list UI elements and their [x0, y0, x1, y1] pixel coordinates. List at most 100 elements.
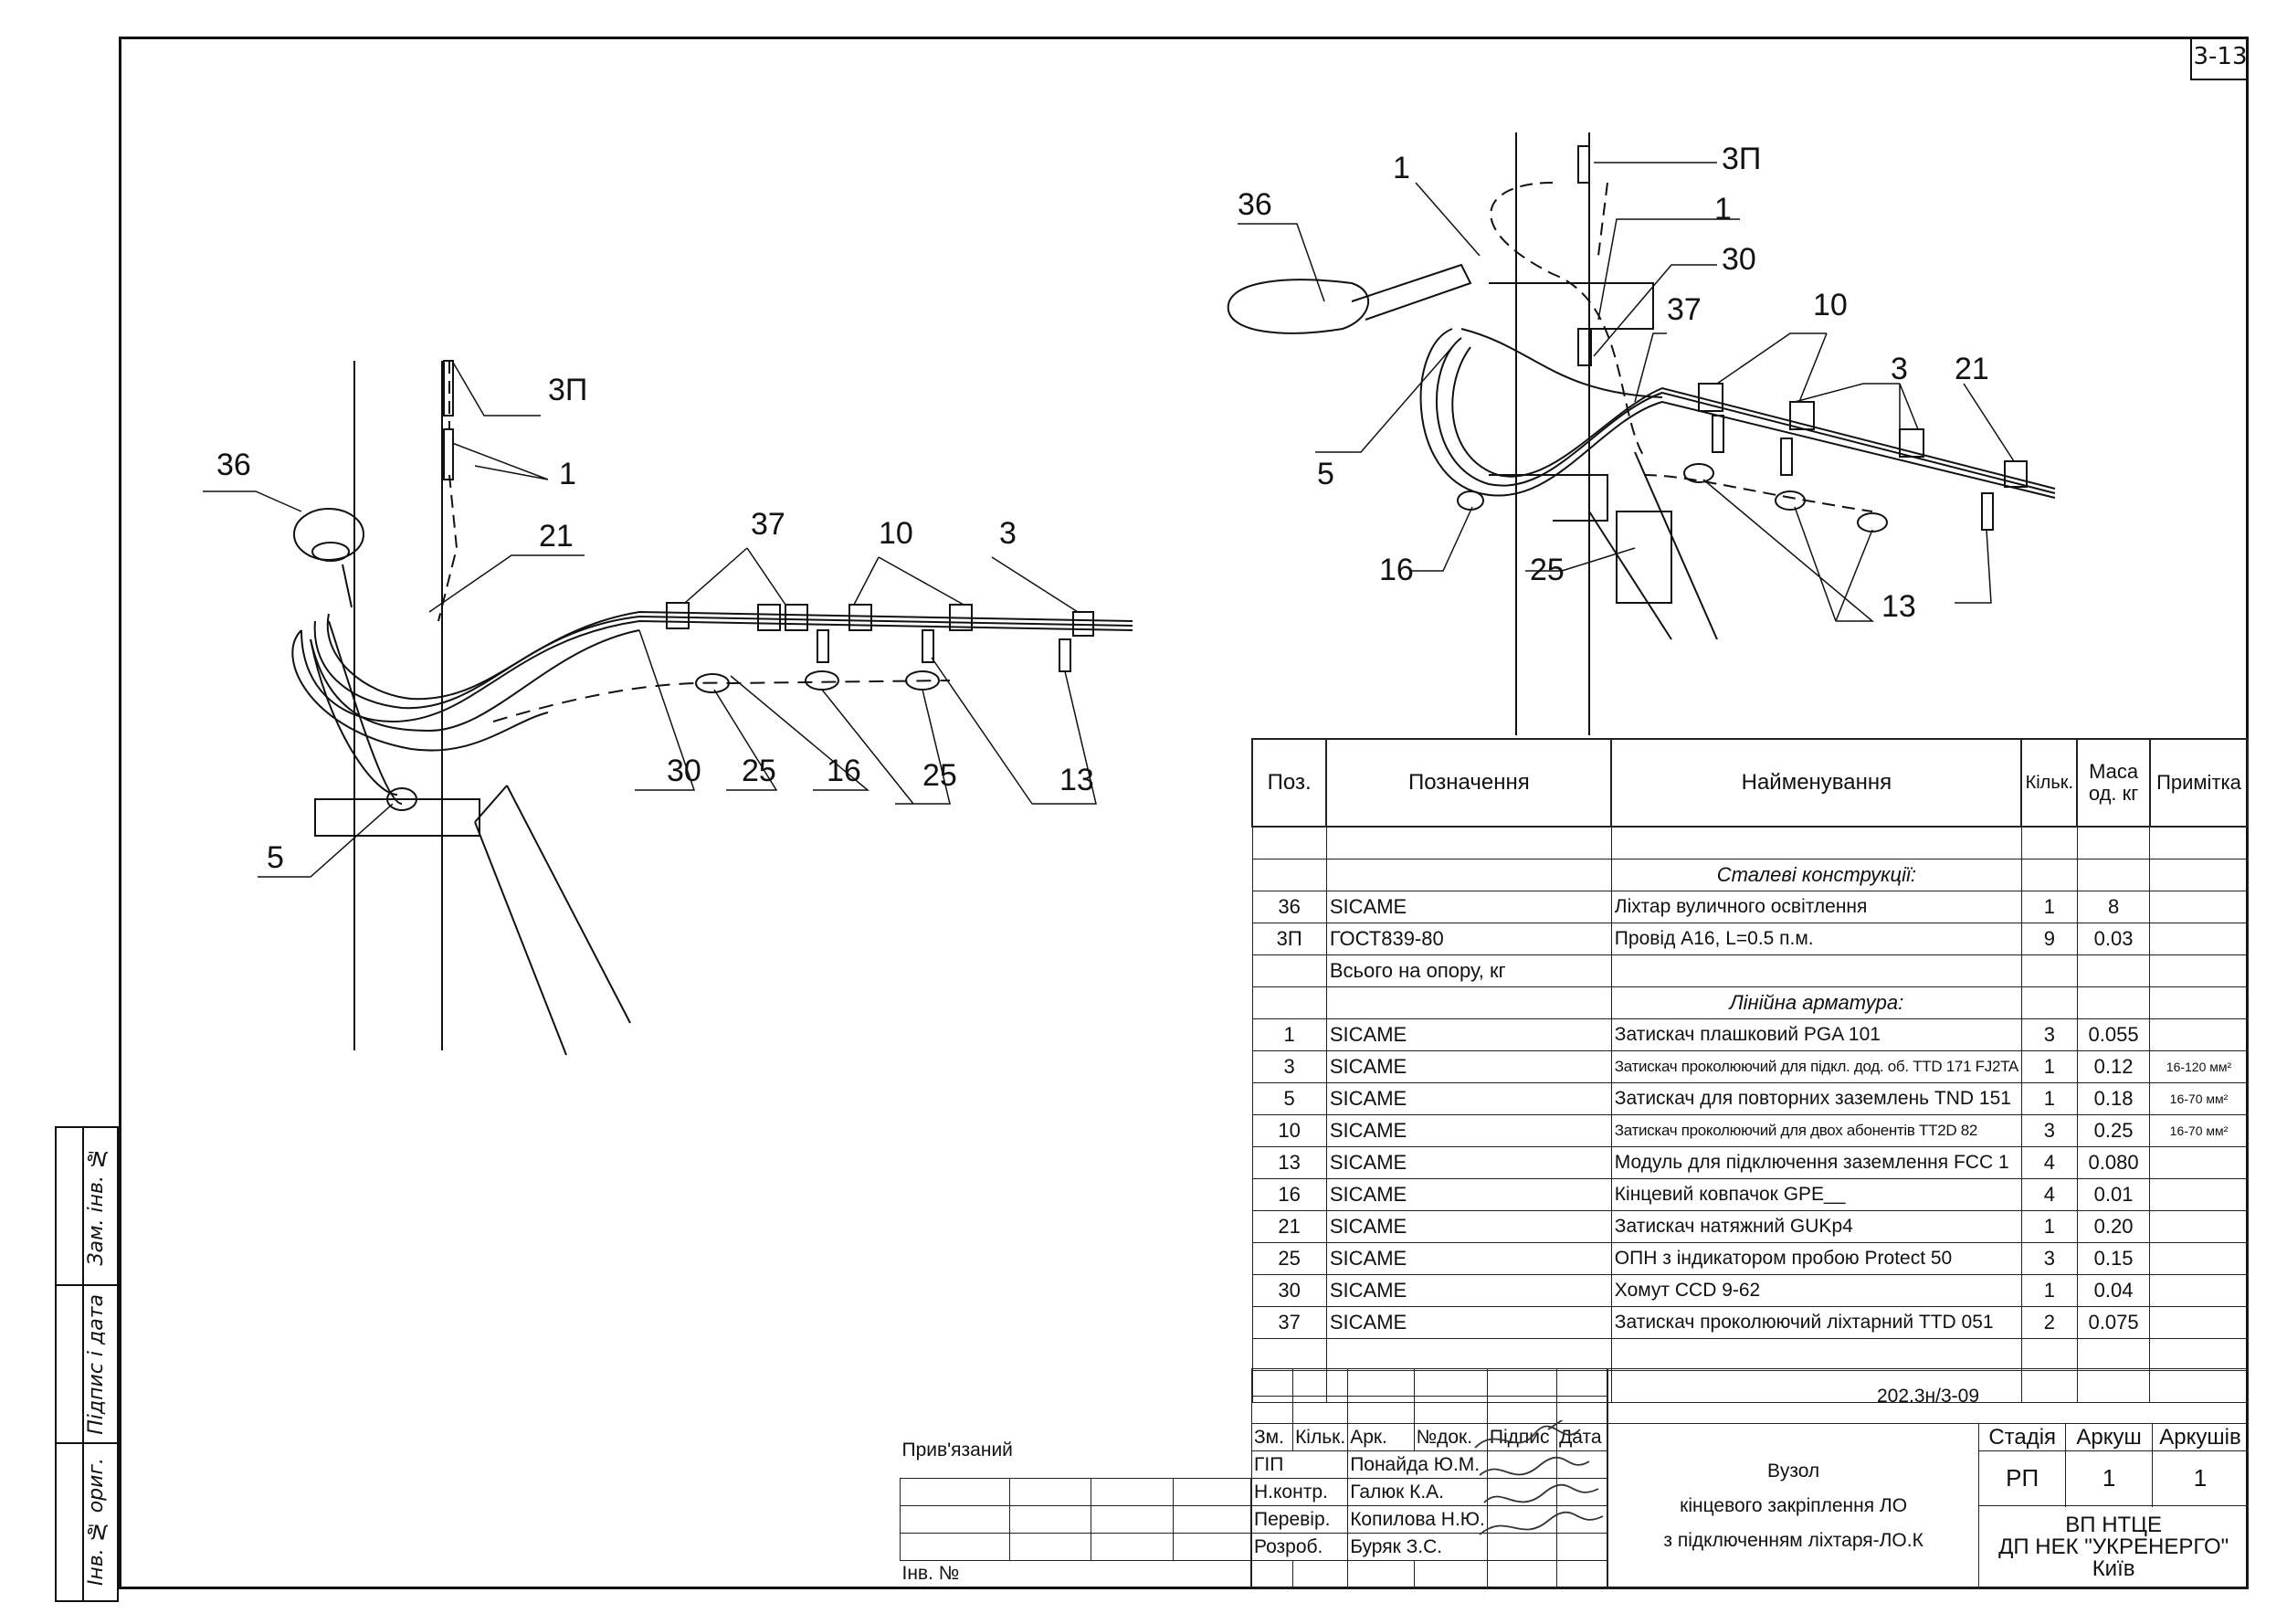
signatory-name: Буряк З.С. [1347, 1533, 1488, 1561]
header-designation: Позначення [1325, 738, 1613, 828]
cell-pos: 16 [1251, 1178, 1327, 1211]
callout-left-3: 3 [999, 516, 1017, 551]
cell-note [2149, 1242, 2249, 1275]
cell-designation: ГОСТ839-80 [1325, 923, 1612, 955]
cell-name: Затискач натяжний GUKp4 [1610, 1210, 2022, 1243]
cell-qty: 1 [2020, 1274, 2078, 1307]
cell-qty: 1 [2020, 1050, 2078, 1083]
callout-left-10: 10 [879, 516, 913, 551]
cell-name: ОПН з індикатором пробою Protect 50 [1610, 1242, 2022, 1275]
cell-note: 16-70 мм² [2149, 1114, 2249, 1147]
signatory-role: Перевір. [1250, 1505, 1349, 1534]
cell-designation: SICAME [1325, 1082, 1612, 1115]
table-row: 3П ГОСТ839-80 Провід А16, L=0.5 п.м. 9 0… [1251, 923, 2249, 955]
cell-pos: 1 [1251, 1018, 1327, 1051]
cell-mass: 0.20 [2076, 1210, 2151, 1243]
org-line-2: ДП НЕК "УКРЕНЕРГО" [1998, 1534, 2229, 1559]
document-id: 202.3н/3-09 [1607, 1368, 2249, 1424]
cell-designation: SICAME [1325, 1114, 1612, 1147]
signatory-row: Розроб.Буряк З.С. [1250, 1533, 1607, 1561]
table-row [1251, 826, 2249, 859]
cell-pos: 3П [1251, 923, 1327, 955]
cell-mass: 0.15 [2076, 1242, 2151, 1275]
cell-name: Затискач проколюючий ліхтарний TTD 051 [1610, 1306, 2022, 1339]
cell-pos: 25 [1251, 1242, 1327, 1275]
pidpys-data-cell: Підпис і дата [82, 1284, 119, 1444]
callout-right-3: 21 [1955, 352, 1989, 386]
cell-note [2149, 1210, 2249, 1243]
zam-inv-cell: Зам. інв. № [82, 1126, 119, 1286]
cell-designation: SICAME [1325, 1210, 1612, 1243]
rev-h-data: Дата [1556, 1423, 1607, 1451]
cell-mass: 8 [2076, 891, 2151, 923]
callout-right-25: 13 [1881, 589, 1916, 624]
title-line-1: Вузол [1767, 1460, 1820, 1482]
cell-qty: 9 [2020, 923, 2078, 955]
cell-name: Ліхтар вуличного освітлення [1610, 891, 2022, 923]
callout-right-10: 3 [1891, 352, 1908, 386]
stage-label: Стадія [1978, 1423, 2067, 1451]
callout-left-3p: 3П [548, 373, 588, 407]
cell-designation: SICAME [1325, 1050, 1612, 1083]
rev-h-kilk: Кільк. [1292, 1423, 1349, 1451]
cell-note: 16-120 мм² [2149, 1050, 2249, 1083]
drawing-title: Вузол кінцевого закріплення ЛО з підключ… [1607, 1423, 1980, 1588]
inv-no-label: Інв. № [900, 1559, 1251, 1587]
callout-left-5: 5 [267, 840, 284, 875]
table-row: 36 SICAME Ліхтар вуличного освітлення 1 … [1251, 891, 2249, 923]
callout-right-1c: 30 [1722, 242, 1756, 277]
cell-qty: 3 [2020, 1018, 2078, 1051]
cell-note [2149, 1146, 2249, 1179]
callout-left-13: 13 [1059, 763, 1094, 797]
cell-designation: SICAME [1325, 1018, 1612, 1051]
cell-designation: SICAME [1325, 1274, 1612, 1307]
cell-name: Затискач проколюючий для підкл. дод. об.… [1610, 1050, 2022, 1083]
cell-qty: 1 [2020, 891, 2078, 923]
cell-note [2149, 1178, 2249, 1211]
callout-left-21: 21 [539, 519, 574, 554]
org-line-3: Київ [2092, 1555, 2135, 1581]
cell-note [2149, 1018, 2249, 1051]
cell-note [2149, 891, 2249, 923]
signatory-name: Галюк К.А. [1347, 1478, 1488, 1506]
cell-mass: 0.01 [2076, 1178, 2151, 1211]
cell-name: Провід А16, L=0.5 п.м. [1610, 923, 2022, 955]
total-label: Всього на опору, кг [1325, 954, 1612, 987]
cell-name: Кінцевий ковпачок GPE__ [1610, 1178, 2022, 1211]
cell-mass: 0.075 [2076, 1306, 2151, 1339]
cell-designation: SICAME [1325, 1242, 1612, 1275]
cell-name: Затискач проколюючий для двох абонентів … [1610, 1114, 2022, 1147]
cell-name: Затискач плашковий PGA 101 [1610, 1018, 2022, 1051]
cell-note: 16-70 мм² [2149, 1082, 2249, 1115]
callout-right-1b: 3П [1722, 142, 1762, 176]
callout-left-37: 37 [751, 507, 785, 542]
callout-right-3p: 1 [1714, 192, 1732, 227]
cell-pos: 21 [1251, 1210, 1327, 1243]
title-line-3: з підключенням ліхтаря-ЛО.К [1663, 1529, 1923, 1551]
binding-label: Прив'язаний [901, 1439, 1013, 1461]
left-approval-strip: Зам. інв. № Підпис і дата Інв. № ориг. [55, 1126, 119, 1602]
cell-qty: 3 [2020, 1242, 2078, 1275]
rev-h-ark: Арк. [1347, 1423, 1415, 1451]
section-fittings-label: Лінійна арматура: [1610, 986, 2022, 1019]
callout-right-5: 16 [1379, 553, 1414, 587]
callout-right-36: 36 [1238, 187, 1272, 222]
handwritten-signatures [1474, 1420, 1604, 1535]
callout-right-30: 37 [1667, 292, 1702, 327]
header-mass-line2: од. кг [2088, 782, 2139, 805]
sheets-label: Аркушів [2152, 1423, 2249, 1451]
cell-name: Модуль для підключення заземлення FCC 1 [1610, 1146, 2022, 1179]
org-line-1: ВП НТЦЕ [2065, 1512, 2162, 1537]
spec-header-row: Поз. Позначення Найменування Кільк. Маса… [1250, 738, 2250, 828]
header-note: Примітка [2148, 738, 2250, 828]
